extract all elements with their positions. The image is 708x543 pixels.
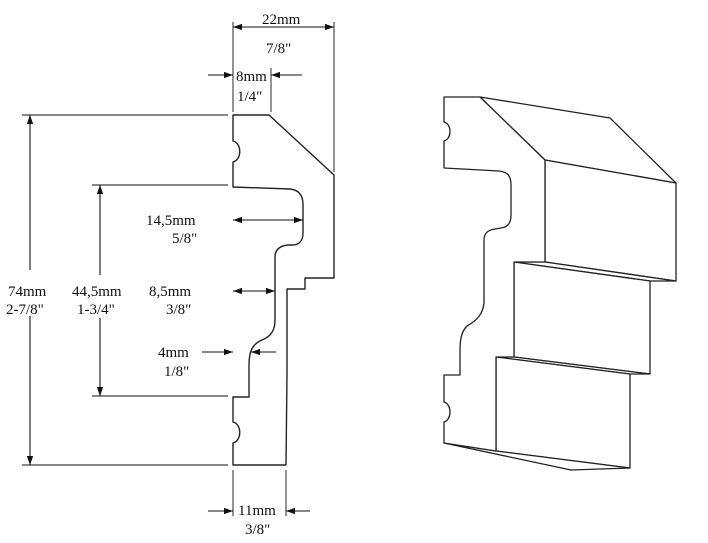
- dimension-depth-lower: 4mm 1/8": [158, 345, 276, 380]
- 3d-lower-block-face: [495, 356, 631, 469]
- dimension-width-total: 22mm 7/8": [233, 12, 334, 57]
- dimension-depth-middle-imperial: 3/8": [166, 302, 191, 318]
- dimension-depth-middle: 8,5mm 3/8": [149, 284, 275, 318]
- dimension-height-recess-metric: 44,5mm: [72, 284, 122, 300]
- dimension-width-bottom-metric: 11mm: [238, 503, 276, 519]
- dimension-width-bottom-imperial: 3/8": [245, 522, 270, 538]
- moulding-3d-view: [443, 96, 677, 471]
- dimension-depth-upper-imperial: 5/8": [172, 231, 197, 247]
- profile-section: [232, 114, 335, 466]
- dimension-height-recess: 44,5mm 1-3/4": [72, 185, 122, 396]
- dimension-height-total-imperial: 2-7/8": [6, 302, 44, 318]
- dimension-width-bottom: 11mm 3/8": [208, 503, 310, 538]
- extension-lines: [22, 22, 335, 516]
- dimension-width-top-step-metric: 8mm: [236, 69, 267, 85]
- dimension-width-top-step: 8mm 1/4": [208, 69, 302, 105]
- dimension-height-recess-imperial: 1-3/4": [77, 302, 115, 318]
- dimension-depth-upper-metric: 14,5mm: [146, 213, 196, 229]
- 3d-profile-end-face: [443, 96, 546, 452]
- moulding-profile-outline: [232, 114, 335, 466]
- dimension-height-total: 74mm 2-7/8": [6, 115, 47, 465]
- dimension-width-total-metric: 22mm: [262, 12, 301, 28]
- dimension-depth-lower-metric: 4mm: [158, 345, 189, 361]
- dimension-depth-lower-imperial: 1/8": [164, 364, 189, 380]
- dimension-depth-middle-metric: 8,5mm: [149, 284, 191, 300]
- dimension-width-total-imperial: 7/8": [266, 41, 291, 57]
- 3d-middle-block-face: [513, 261, 651, 375]
- dimension-width-top-step-imperial: 1/4": [237, 89, 262, 105]
- dimension-depth-upper: 14,5mm 5/8": [146, 213, 303, 247]
- dimension-height-total-metric: 74mm: [8, 284, 47, 300]
